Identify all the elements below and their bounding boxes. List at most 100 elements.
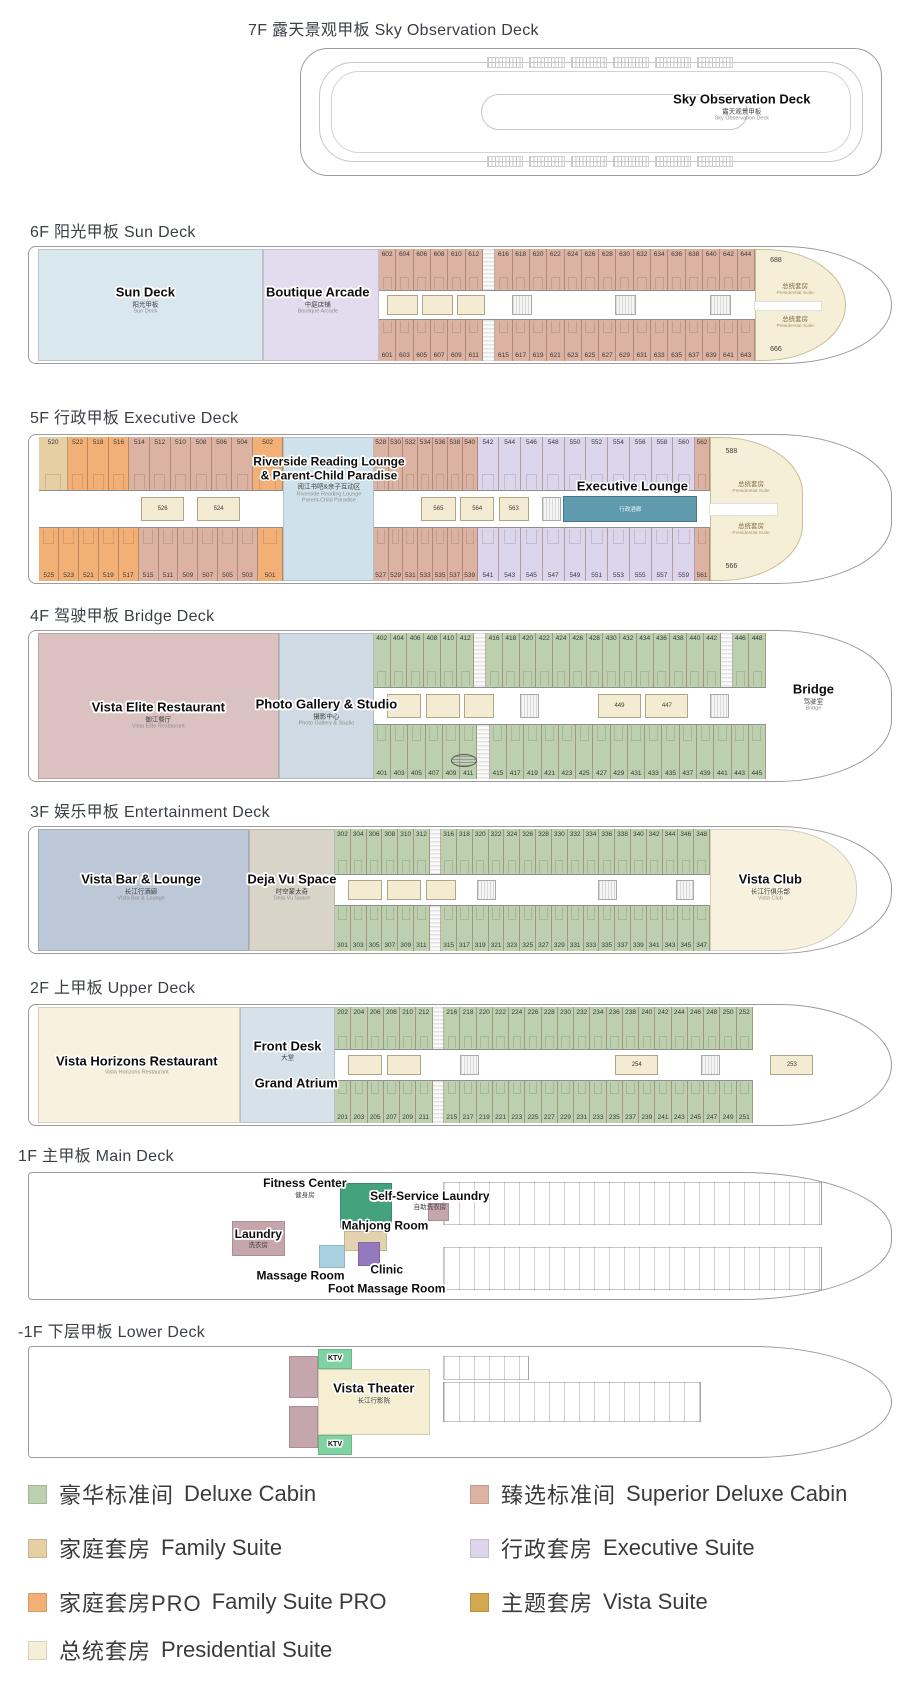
- cabin-cell: 518: [88, 437, 109, 491]
- inner-cabin: [347, 1055, 383, 1075]
- cabin-cell: 551: [586, 527, 609, 581]
- cabin-cell: 423: [558, 725, 577, 779]
- inner-cabin: [477, 879, 497, 901]
- legend-swatch-superior: [470, 1484, 489, 1504]
- legend-item-deluxe-cabin: 豪华标准间 Deluxe Cabin: [28, 1478, 316, 1510]
- cabin-cell: 201: [335, 1080, 352, 1124]
- cabin-cell: 246: [687, 1006, 705, 1050]
- cabin-cell: 333: [583, 906, 600, 952]
- cabin-cell: 548: [542, 437, 565, 491]
- cabin-cell: 603: [396, 320, 414, 362]
- cabin-cell: 536: [433, 437, 448, 491]
- label-sky-observation-deck: Sky Observation Deck 露天观景甲板 Sky Observat…: [673, 91, 811, 122]
- inner-cabin: [386, 295, 418, 315]
- cabin-cell: 627: [599, 320, 617, 362]
- cabin-cell: 538: [447, 437, 463, 491]
- cabin-cell: 405: [408, 725, 426, 779]
- cabin-cell: 443: [731, 725, 749, 779]
- cabin-cell: 503: [237, 527, 258, 581]
- cabin-cell: 638: [685, 248, 704, 290]
- cabin-cell: 239: [639, 1080, 656, 1124]
- deck-title-7f: 7F 露天景观甲板 Sky Observation Deck: [248, 22, 539, 39]
- cabin-cell: 237: [622, 1080, 640, 1124]
- cabin-cell: 406: [407, 633, 424, 687]
- cabin-cell: 242: [655, 1006, 672, 1050]
- cabin-cell: 252: [736, 1006, 753, 1050]
- cabin-cell: 229: [557, 1080, 575, 1124]
- cabin-cell: 420: [519, 633, 537, 687]
- cabin-cell: 562: [695, 437, 710, 491]
- cabin-cell: 628: [599, 248, 617, 290]
- cabin-cell: 446: [732, 633, 750, 687]
- legend-item-executive-suite: 行政套房 Executive Suite: [470, 1532, 755, 1564]
- deck-chairs-bottom: [486, 156, 733, 167]
- cabin-cell: 236: [606, 1006, 623, 1050]
- cabin-cell: 440: [687, 633, 704, 687]
- cabin-cell: 223: [509, 1080, 526, 1124]
- cabin-cell: 301: [335, 906, 351, 952]
- cabin-cell: 609: [448, 320, 466, 362]
- cabin-cell: [429, 828, 442, 874]
- cabin-cell: 616: [495, 248, 513, 290]
- cabin-cell: 521: [79, 527, 99, 581]
- inner-cabin: [422, 295, 454, 315]
- cabin-cell: 225: [525, 1080, 542, 1124]
- deck-title-minus1f: -1F 下层甲板 Lower Deck: [18, 1324, 206, 1341]
- label-vista-theater: Vista Theater 长江行影院: [333, 1380, 415, 1405]
- cabin-cell: 527: [373, 527, 389, 581]
- cabin-cell: 241: [655, 1080, 672, 1124]
- legend-swatch-deluxe: [28, 1484, 47, 1504]
- cabin-cell: 436: [653, 633, 671, 687]
- inner-cabin: [541, 496, 561, 522]
- cabin-cell: 345: [678, 906, 695, 952]
- cabin-cell: 332: [567, 828, 584, 874]
- cabin-cell: 425: [576, 725, 594, 779]
- cabin-cell: 522: [67, 437, 89, 491]
- cabin-cell: 612: [465, 248, 483, 290]
- cabin-cell: 403: [391, 725, 409, 779]
- cabin-cell: 315: [441, 906, 458, 952]
- inner-cabin: [425, 693, 460, 719]
- label-vista-elite-restaurant: Vista Elite Restaurant 御江餐厅 Vista Elite …: [91, 699, 226, 730]
- cabin-cell: 216: [444, 1006, 461, 1050]
- label-vista-horizons-restaurant: Vista Horizons Restaurant Vista Horizons…: [55, 1053, 218, 1076]
- cabin-cell: 318: [457, 828, 473, 874]
- deck-title-1f: 1F 主甲板 Main Deck: [18, 1148, 174, 1165]
- label-self-service-laundry: Self-Service Laundry 自助洗衣房: [370, 1188, 490, 1212]
- cabin-cell: 343: [662, 906, 679, 952]
- label-massage-room: Massage Room: [256, 1268, 345, 1283]
- cabin-cell: 547: [542, 527, 565, 581]
- cabin-cell: 251: [736, 1080, 753, 1124]
- cabin-cell: 426: [569, 633, 587, 687]
- cabin-cell: 203: [351, 1080, 368, 1124]
- label-boutique-arcade: Boutique Arcade 中庭店铺 Boutique Arcade: [266, 284, 370, 315]
- cabin-cell: 560: [673, 437, 696, 491]
- label-executive-lounge-cn: 行政酒廊: [619, 506, 642, 513]
- cabin-cell: 416: [486, 633, 503, 687]
- zone-massage-room: [318, 1244, 346, 1268]
- inner-cabin: [615, 295, 636, 315]
- inner-cabin: 449: [597, 693, 641, 719]
- cabin-cell: 407: [425, 725, 443, 779]
- cabin-cell: [477, 725, 490, 779]
- cabin-cell: 554: [608, 437, 630, 491]
- label-vista-club: Vista Club 长江行俱乐部 Vista Club: [738, 871, 802, 902]
- inner-cabin: [709, 295, 731, 315]
- cabin-cell: 415: [489, 725, 508, 779]
- deck-title-6f: 6F 阳光甲板 Sun Deck: [30, 224, 196, 241]
- zone-vista-bar-lounge: [37, 828, 249, 952]
- cabin-cell: 211: [416, 1080, 433, 1124]
- label-executive-lounge: Executive Lounge: [576, 478, 689, 494]
- cabin-cell: 622: [547, 248, 565, 290]
- cabin-cell: 339: [630, 906, 647, 952]
- cabin-cell: 519: [98, 527, 119, 581]
- cabin-cell: 610: [448, 248, 466, 290]
- cabin-cell: 634: [651, 248, 669, 290]
- cabin-cell: 220: [476, 1006, 493, 1050]
- cabin-cell: 637: [685, 320, 704, 362]
- cabin-cell: 629: [616, 320, 634, 362]
- cabin-cell: 323: [504, 906, 521, 952]
